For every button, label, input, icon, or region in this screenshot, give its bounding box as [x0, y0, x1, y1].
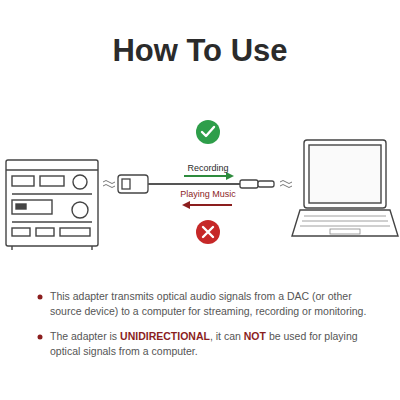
- recording-arrow: [184, 172, 234, 180]
- laptop: [292, 140, 398, 236]
- playing-arrow: [182, 201, 232, 209]
- arrow-label: Recording: [163, 163, 253, 173]
- amplifier: [6, 160, 98, 250]
- bullet-dot: [38, 295, 43, 300]
- bullet-text: The adapter isUNIDIRECTIONAL, it canNOTb…: [50, 329, 380, 359]
- cross-badge: [196, 220, 220, 244]
- check-badge: [196, 120, 220, 144]
- bullet-text-part: UNIDIRECTIONAL: [120, 330, 210, 342]
- bullet-text: This adapter transmits optical audio sig…: [50, 289, 380, 319]
- bullet-text-part: , it can: [210, 330, 241, 342]
- bullet-dot: [38, 335, 43, 340]
- arrow-label: Playing Music: [163, 189, 253, 199]
- bullet-text-part: The adapter is: [50, 330, 117, 342]
- title: How To Use: [0, 33, 400, 69]
- bullet-text-part: NOT: [244, 330, 266, 342]
